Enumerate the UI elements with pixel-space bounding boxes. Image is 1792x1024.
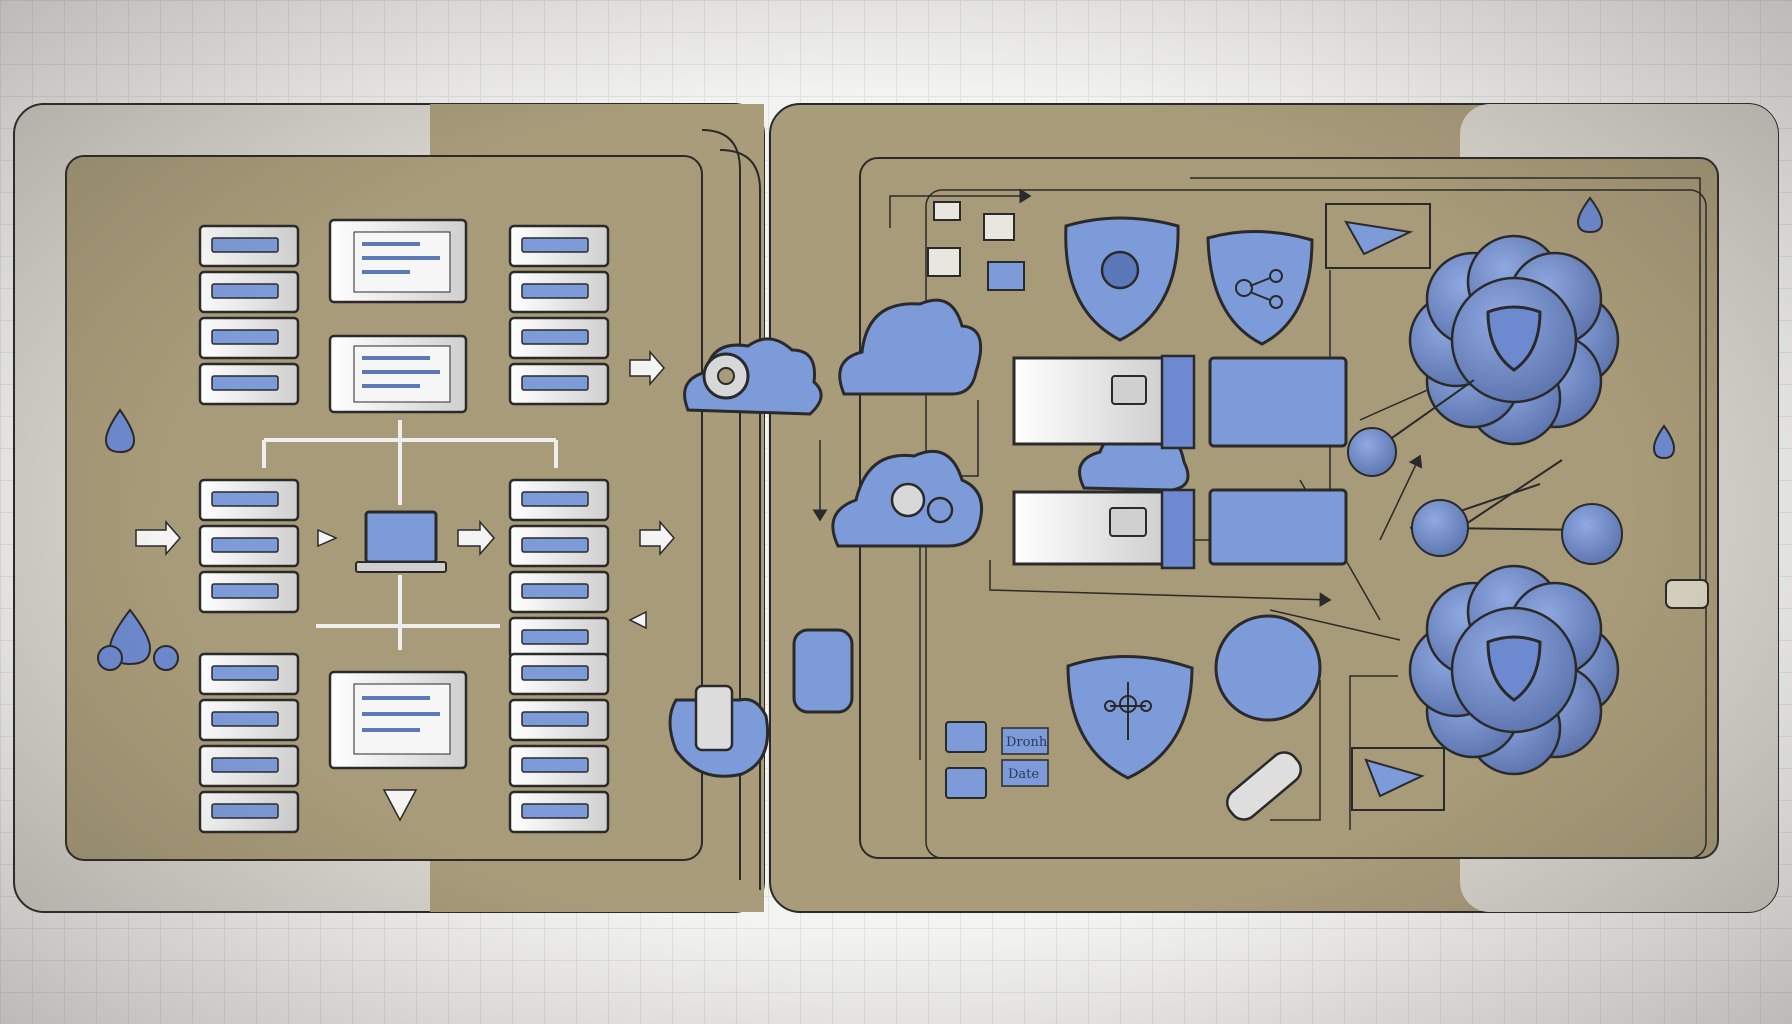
shield-icon [1064,216,1180,342]
server-rack-icon [198,478,300,614]
droplet-icon [97,196,1676,671]
mobile-device-icon [668,628,854,778]
usb-stick-icon [1226,751,1302,821]
play-arrow-icon [1325,203,1445,811]
server-racks [198,224,610,834]
server-rack-icon [198,224,300,406]
cloud-cluster-shield-icon [1408,564,1620,776]
tag-dronh-label: Dronh [1006,735,1048,750]
server-rack-icon [198,652,300,834]
server-rack-icon [508,224,610,406]
cloud-cluster-shield-icon [1408,234,1620,776]
storage-block-icon [1012,354,1348,570]
cloud-cluster-shield-icon [1408,234,1620,446]
laptop-icon [355,510,447,573]
tag-date-label: Date [1008,767,1039,782]
badge-icon [1665,579,1709,609]
network-node-icon [1214,614,1322,722]
monitor-window-icon [328,218,468,304]
connector-lines [262,420,558,650]
monitor-window-icon [328,334,468,414]
cloud-gear-icon [683,337,823,416]
cloud-gear-icon [890,482,954,524]
shield-network-icon [1066,655,1194,780]
shield-network-icon [1206,229,1314,346]
tag-dronh [1001,727,1049,755]
network-node-icon [1347,379,1623,565]
server-rack-icon [508,478,610,660]
tag-icons: Dronh Date [945,721,1049,799]
monitor-window-icon [328,670,468,770]
tag-date [1001,759,1049,787]
badge-icon [927,201,1025,291]
arrow-icons [135,350,675,822]
server-rack-icon [508,652,610,834]
